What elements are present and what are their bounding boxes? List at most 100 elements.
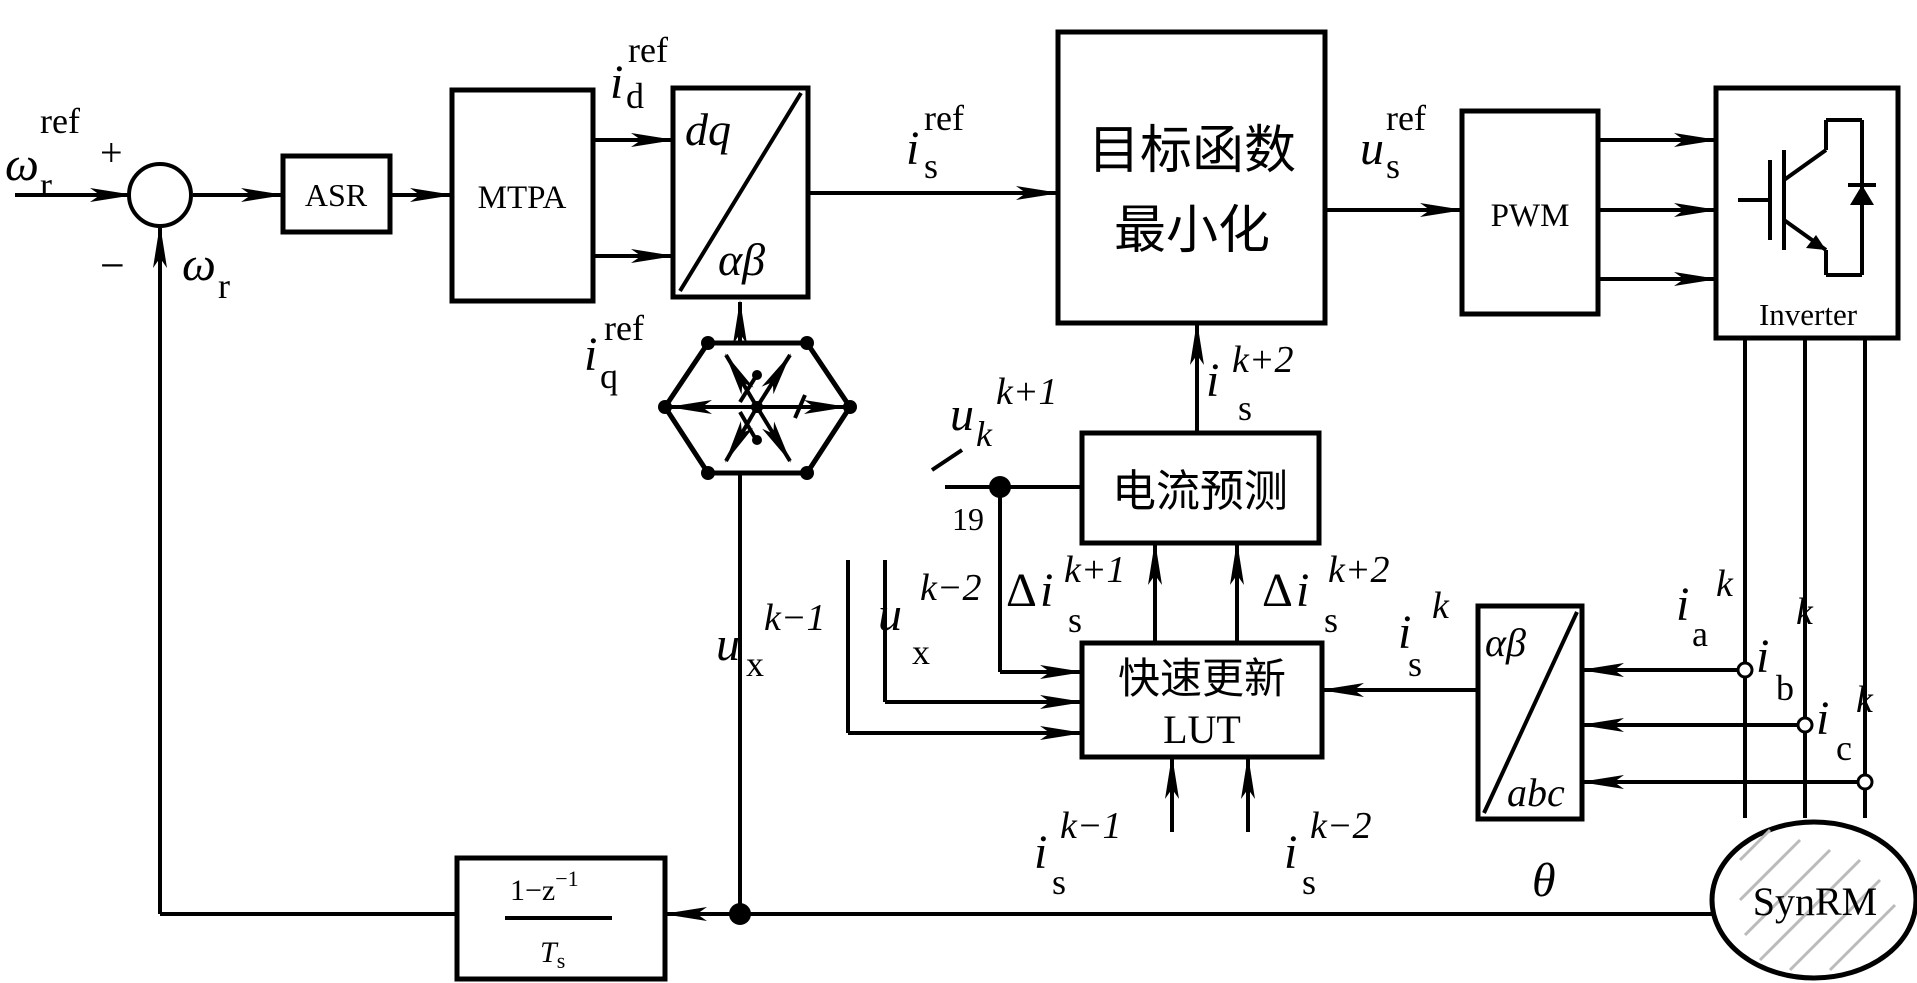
pwm-block — [1459, 108, 1601, 317]
svg-text:+: + — [100, 130, 123, 175]
svg-text:s: s — [1408, 644, 1422, 684]
svg-text:ref: ref — [1386, 98, 1426, 138]
inverter-label: Inverter — [1759, 297, 1858, 332]
abc-label: abc — [1507, 770, 1565, 815]
svg-text:i: i — [1040, 564, 1053, 617]
label-iq-ref: i q ref — [584, 308, 644, 396]
svg-text:s: s — [924, 146, 938, 186]
svg-text:i: i — [1296, 564, 1309, 617]
svg-text:k: k — [1432, 585, 1450, 627]
svg-text:u: u — [878, 588, 902, 641]
svg-text:a: a — [1692, 614, 1708, 654]
summing-junction — [127, 162, 193, 228]
svg-text:u: u — [1360, 122, 1384, 175]
svg-text:i: i — [610, 56, 623, 109]
svg-text:i: i — [1676, 578, 1689, 631]
svg-text:ref: ref — [924, 98, 964, 138]
current-prediction-block — [1079, 430, 1322, 546]
mtpa-block — [449, 87, 596, 304]
svg-text:d: d — [626, 76, 644, 116]
label-is-k-minus-1: i s k−1 — [1034, 805, 1122, 902]
asr-label: ASR — [305, 177, 368, 213]
diff-numerator: 1−z−1 — [510, 866, 579, 907]
label-ia-k: i a k — [1676, 563, 1734, 654]
svg-text:s: s — [1386, 146, 1400, 186]
objective-label-line2: 最小化 — [1114, 201, 1270, 261]
svg-text:k+2: k+2 — [1232, 339, 1294, 381]
label-id-ref: i d ref — [610, 30, 668, 116]
svg-text:i: i — [906, 122, 919, 175]
label-vector-count: 19 — [952, 501, 984, 537]
svg-text:u: u — [716, 618, 740, 671]
synrm-motor: SynRM — [1709, 819, 1917, 981]
label-ux-k-minus-1: u x k−1 — [716, 597, 826, 684]
svg-text:i: i — [1398, 606, 1411, 659]
objective-function-block — [1055, 29, 1328, 326]
objective-label-line1: 目标函数 — [1088, 121, 1296, 181]
igbt-icon — [1738, 118, 1876, 277]
svg-text:ref: ref — [628, 30, 668, 70]
label-us-ref: u s ref — [1360, 98, 1426, 186]
svg-text:k−1: k−1 — [1060, 805, 1122, 847]
svg-text:i: i — [1034, 826, 1047, 879]
junction-dots — [729, 476, 1874, 925]
svg-text:x: x — [746, 644, 764, 684]
pwm-label: PWM — [1491, 198, 1570, 234]
dq-alphabeta-transform: dq αβ — [670, 85, 811, 300]
lut-label-line2: LUT — [1163, 707, 1241, 752]
svg-text:i: i — [1206, 354, 1219, 407]
svg-text:ω: ω — [5, 138, 39, 191]
mtpa-label: MTPA — [478, 180, 567, 216]
abc-alphabeta-transform: αβ abc — [1475, 603, 1585, 822]
label-is-k-plus-2: i s k+2 — [1206, 339, 1294, 428]
svg-text:k: k — [1716, 563, 1734, 605]
label-ib-k: i b k — [1756, 591, 1814, 708]
label-omega-feedback: ω r — [182, 238, 230, 306]
svg-text:s: s — [1324, 600, 1338, 640]
svg-text:i: i — [584, 328, 597, 381]
diff-denominator: Ts — [540, 936, 565, 973]
svg-text:ref: ref — [604, 308, 644, 348]
svg-text:r: r — [218, 266, 230, 306]
svg-text:c: c — [1836, 728, 1852, 768]
asr-block — [280, 153, 393, 235]
inverter-block: Inverter — [1713, 85, 1901, 341]
alphabeta-label: αβ — [718, 234, 765, 285]
label-is-k-minus-2: i s k−2 — [1284, 805, 1372, 902]
label-omega-ref: ω r ref + — [5, 101, 123, 205]
svg-text:Δ: Δ — [1262, 564, 1293, 617]
voltage-vector-hexagon — [658, 336, 964, 480]
svg-text:i: i — [1816, 692, 1829, 745]
label-delta-is-k-plus-1: Δ i s k+1 — [1006, 549, 1126, 640]
svg-text:Δ: Δ — [1006, 564, 1037, 617]
svg-text:k−2: k−2 — [1310, 805, 1372, 847]
svg-text:s: s — [1052, 862, 1066, 902]
dq-label: dq — [685, 104, 731, 155]
svg-text:s: s — [1302, 862, 1316, 902]
signal-wires — [15, 133, 1867, 921]
prediction-label: 电流预测 — [1112, 466, 1288, 517]
label-minus: − — [100, 241, 125, 290]
svg-text:s: s — [1238, 388, 1252, 428]
lut-label-line1: 快速更新 — [1118, 654, 1286, 703]
svg-text:k: k — [976, 414, 993, 454]
motor-label: SynRM — [1753, 879, 1878, 924]
svg-text:b: b — [1776, 668, 1794, 708]
svg-text:ω: ω — [182, 238, 216, 291]
svg-text:s: s — [1068, 600, 1082, 640]
svg-text:k+1: k+1 — [1064, 549, 1126, 591]
svg-text:r: r — [40, 165, 52, 205]
abc-alphabeta-label: αβ — [1485, 620, 1526, 665]
label-is-k: i s k — [1398, 585, 1450, 684]
speed-differentiator-block: 1−z−1 Ts — [454, 855, 668, 982]
svg-text:i: i — [1284, 826, 1297, 879]
svg-text:x: x — [912, 632, 930, 672]
svg-text:u: u — [950, 388, 974, 441]
svg-text:k−2: k−2 — [920, 567, 982, 609]
label-uk-k-plus-1: u k k+1 — [950, 371, 1058, 454]
svg-text:k: k — [1856, 679, 1874, 721]
svg-text:i: i — [1756, 630, 1769, 683]
svg-text:k+1: k+1 — [996, 371, 1058, 413]
label-delta-is-k-plus-2: Δ i s k+2 — [1262, 549, 1390, 640]
